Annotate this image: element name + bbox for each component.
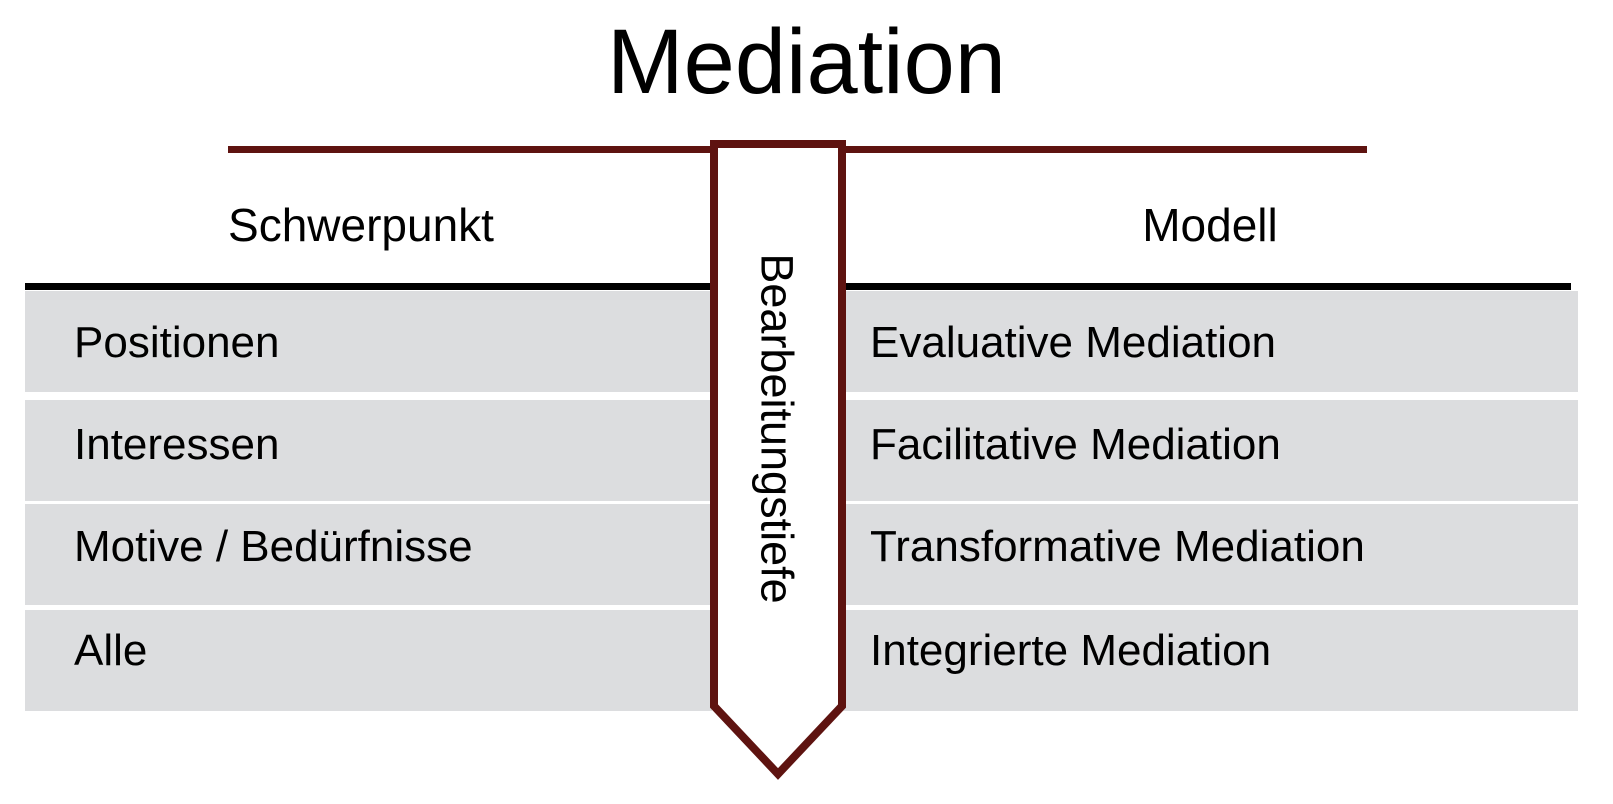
cell-modell: Facilitative Mediation [870,420,1281,469]
cell-schwerpunkt: Positionen [74,318,280,367]
table-row [842,504,1578,605]
cell-modell: Evaluative Mediation [870,318,1277,367]
cell-schwerpunkt: Interessen [74,420,280,469]
depth-arrow [694,140,854,780]
table-row [25,400,712,501]
cell-schwerpunkt: Alle [74,626,148,675]
page-title: Mediation [607,11,1006,113]
table-row [25,291,712,392]
column-header-modell: Modell [1142,199,1278,251]
table-row [842,610,1578,711]
header-rule-right [842,283,1571,290]
table-row [842,291,1578,392]
table-row [842,400,1578,501]
cell-schwerpunkt: Motive / Bedürfnisse [74,522,473,571]
column-header-schwerpunkt: Schwerpunkt [228,199,494,251]
header-rule-left [25,283,712,290]
cell-modell: Integrierte Mediation [870,626,1272,675]
cell-modell: Transformative Mediation [870,522,1365,571]
down-arrow-icon [710,140,846,780]
table-row [25,610,712,711]
table-row [25,504,712,605]
